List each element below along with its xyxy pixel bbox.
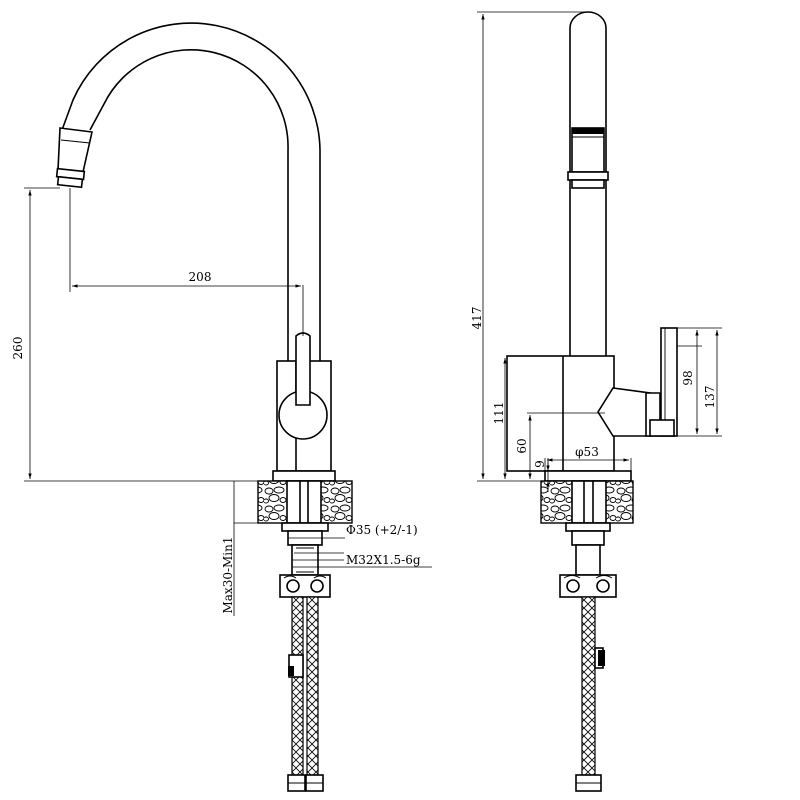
front-body: [272, 332, 336, 482]
dim-total-height: 417: [470, 307, 484, 330]
side-view: 417 111 60 9 φ53 98 137: [470, 11, 722, 792]
dim-hole-diameter: Φ35 (+2/-1): [346, 523, 418, 537]
dim-counter-thickness: Max30-Min1: [221, 536, 235, 613]
side-body: [506, 355, 632, 482]
dim-lever-axis-height: 60: [515, 438, 529, 453]
front-view: 260 208 Max30-Min1 Φ35 (+2/-1) M32X1.5-6…: [11, 22, 432, 792]
dim-thread-spec: M32X1.5-6g: [346, 553, 421, 567]
dim-handle-top: 98: [681, 370, 695, 385]
dim-spout-reach: 208: [189, 270, 212, 284]
front-countertop: [257, 480, 353, 524]
dim-spout-height: 260: [11, 337, 25, 360]
side-handle: [597, 327, 678, 437]
dim-base-height: 9: [533, 460, 547, 468]
side-countertop: [540, 480, 634, 524]
dim-handle-height: 137: [703, 386, 717, 409]
dim-base-diameter: φ53: [575, 445, 599, 459]
side-hoses: [575, 596, 605, 792]
side-mounting: [559, 522, 617, 598]
front-dimensions: [24, 187, 432, 616]
front-lever: [295, 332, 311, 406]
side-dimensions: [477, 11, 722, 492]
front-hoses: [287, 596, 324, 792]
side-spout: [567, 11, 609, 362]
front-spout: [55, 22, 321, 361]
dim-body-height: 111: [492, 402, 506, 425]
